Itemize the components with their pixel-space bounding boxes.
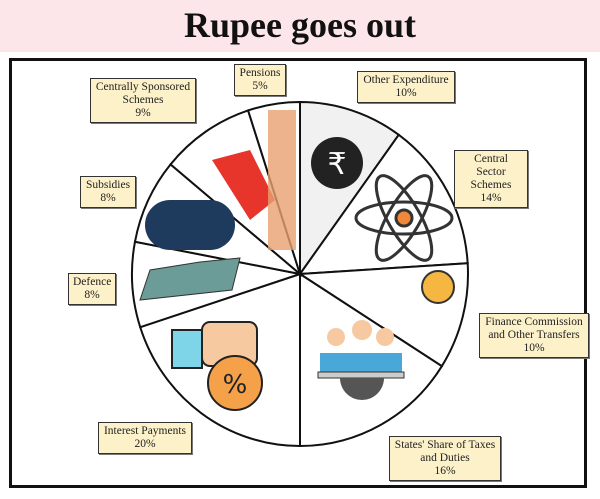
pensioners-icon <box>268 110 296 250</box>
warship-icon <box>139 257 241 301</box>
hand-coin-icon: % <box>171 321 263 411</box>
svg-text:₹: ₹ <box>327 147 346 182</box>
handshake-icon <box>212 150 275 220</box>
chart-frame <box>9 58 587 488</box>
svg-text:%: % <box>223 370 248 400</box>
icons: ₹ % <box>139 110 455 411</box>
rupee-icon <box>311 137 363 189</box>
dollar-coin-icon <box>421 270 455 304</box>
people-network-icon <box>317 320 405 400</box>
chart-title: Rupee goes out <box>0 0 600 52</box>
subsidy-icon <box>145 200 235 250</box>
atom-icon <box>354 174 454 262</box>
